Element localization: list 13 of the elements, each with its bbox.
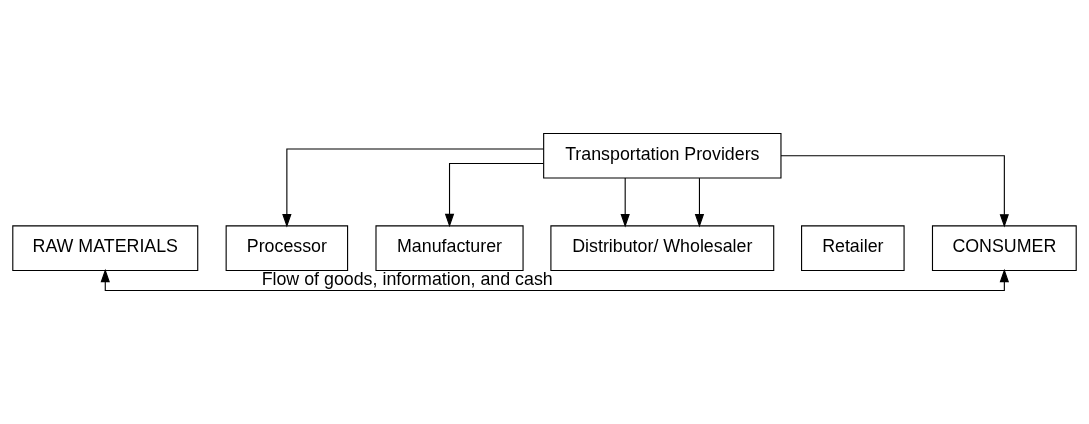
arrow [694,177,705,228]
node-box: CONSUMER [931,225,1077,272]
arrow [620,177,630,228]
node-box: RAW MATERIALS [12,225,199,272]
node-box: Transportation Providers [543,132,782,179]
node-box: Processor [225,225,349,272]
arrow [282,148,545,228]
arrow [444,163,545,228]
arrow [780,155,1010,228]
arrow [100,268,1010,292]
node-box: Distributor/ Wholesaler [550,225,775,272]
node-box: Retailer [801,225,905,272]
node-box: Manufacturer [375,225,524,272]
